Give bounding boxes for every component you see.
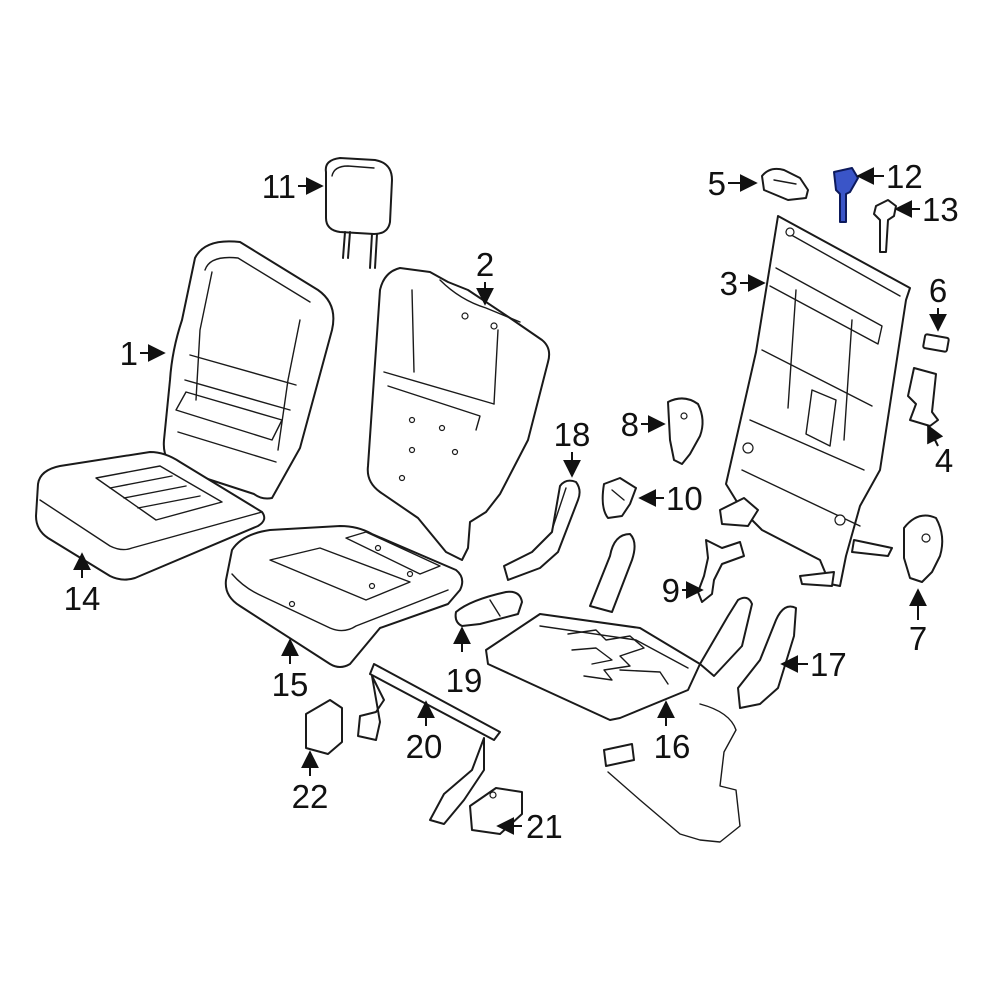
part-4-pad[interactable] [907,367,939,427]
callout-12: 12 [886,158,923,195]
part-3-seatback-frame[interactable] [719,215,911,587]
part-8-hinge-cover[interactable] [667,397,704,465]
callout-1: 1 [120,335,138,372]
part-22-cover[interactable] [305,699,343,755]
part-16-seat-frame[interactable] [485,533,753,843]
callout-11: 11 [262,168,296,205]
part-19-handle[interactable] [454,590,523,627]
part-20-cross-tube[interactable] [357,663,501,825]
part-14-seat-cushion-cover[interactable] [35,451,266,581]
leader-lines [73,167,947,835]
callout-8: 8 [621,406,639,443]
part-13-guide[interactable] [873,199,897,253]
callout-16: 16 [654,728,691,765]
callout-3: 3 [720,265,738,302]
part-7-hinge-cover[interactable] [903,514,944,583]
part-12-bolt-highlighted[interactable] [833,167,859,223]
part-21-cover[interactable] [469,787,523,835]
callout-21: 21 [526,808,563,845]
callout-17: 17 [810,646,847,683]
callout-6: 6 [929,272,947,309]
callout-10: 10 [666,480,703,517]
part-5-latch-cover[interactable] [761,167,809,201]
callout-13: 13 [922,191,959,228]
part-17-side-trim[interactable] [737,605,797,709]
part-15-seat-cushion-pad[interactable] [224,525,464,668]
callout-15: 15 [272,666,309,703]
part-10-trim[interactable] [601,477,637,519]
callout-9: 9 [662,572,680,609]
part-1-seatback-cover[interactable] [162,240,335,500]
callout-labels: 11 1 2 3 5 12 13 6 4 7 8 9 10 14 15 16 1… [64,158,959,845]
part-2-seatback-pad[interactable] [366,267,551,561]
part-11-headrest[interactable] [324,157,393,269]
callout-2: 2 [476,246,494,283]
callout-4: 4 [935,442,953,479]
callout-7: 7 [909,620,927,657]
part-6-escutcheon[interactable] [922,333,950,353]
part-18-side-trim[interactable] [503,479,581,581]
part-9-bracket[interactable] [697,539,745,603]
callout-19: 19 [446,662,483,699]
callout-22: 22 [292,778,329,815]
callout-18: 18 [554,416,591,453]
callout-14: 14 [64,580,101,617]
callout-5: 5 [708,165,726,202]
callout-20: 20 [406,728,443,765]
